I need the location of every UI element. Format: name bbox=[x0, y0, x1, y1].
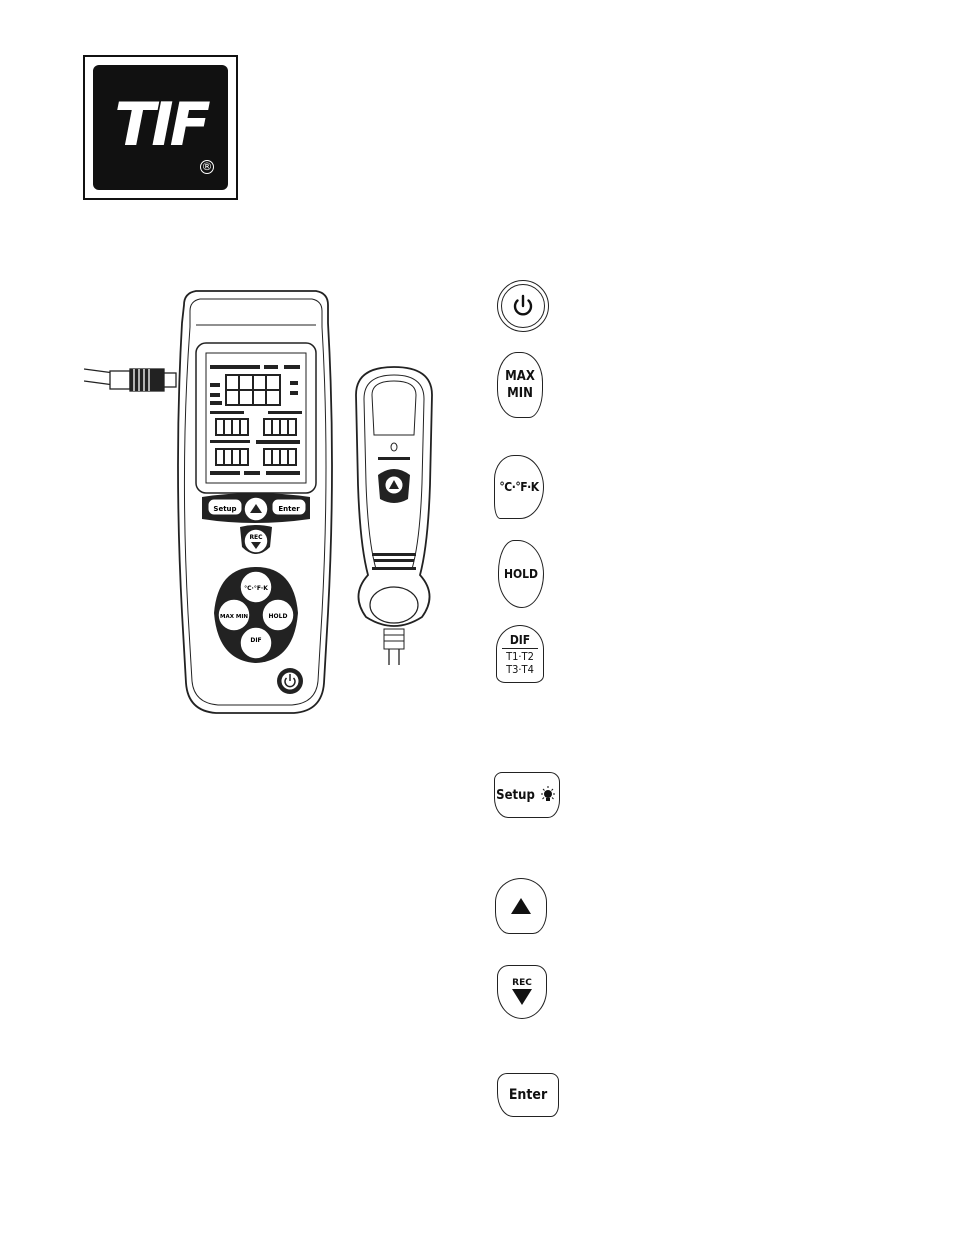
probe-illustration bbox=[346, 365, 442, 665]
meter-setup-label: Setup bbox=[213, 505, 236, 513]
down-arrow-icon bbox=[511, 988, 533, 1006]
dif-key: DIF T1·T2 T3·T4 bbox=[496, 625, 544, 683]
unit-key: °C·°F·K bbox=[494, 455, 544, 519]
backlight-bulb-icon bbox=[538, 785, 558, 805]
enter-key-label: Enter bbox=[509, 1087, 547, 1103]
setup-key-label: Setup bbox=[496, 788, 535, 803]
tif-logo: TIF ® bbox=[83, 55, 238, 200]
meter-rec-button bbox=[244, 529, 268, 553]
unit-key-label: °C·°F·K bbox=[499, 480, 538, 494]
rec-key: REC bbox=[497, 965, 547, 1019]
logo-mark: TIF bbox=[93, 95, 228, 155]
up-key bbox=[495, 878, 547, 934]
hold-key: HOLD bbox=[498, 540, 544, 608]
meter-dif-label: DIF bbox=[250, 637, 261, 644]
max-min-key: MAX MIN bbox=[497, 352, 543, 418]
meter-maxmin-label: MAX MIN bbox=[220, 614, 248, 620]
thermometer-meter-illustration: Setup Enter REC °C·°F·K MAX MIN HOLD DIF bbox=[84, 283, 334, 723]
dif-key-line2: T3·T4 bbox=[506, 663, 534, 676]
probe-cable-strain-relief bbox=[384, 629, 404, 649]
registered-mark: ® bbox=[200, 160, 214, 174]
meter-unit-label: °C·°F·K bbox=[244, 585, 268, 592]
setup-key: Setup bbox=[494, 772, 560, 818]
up-arrow-icon bbox=[510, 897, 532, 915]
dif-key-divider bbox=[502, 648, 538, 649]
meter-cable bbox=[84, 369, 176, 391]
max-min-key-line2: MIN bbox=[505, 385, 535, 402]
meter-hold-label: HOLD bbox=[269, 613, 288, 620]
power-icon bbox=[509, 292, 537, 320]
dif-key-line1: T1·T2 bbox=[506, 650, 534, 663]
meter-enter-label: Enter bbox=[278, 505, 300, 513]
hold-key-label: HOLD bbox=[504, 567, 538, 581]
meter-rec-label: REC bbox=[249, 534, 263, 541]
max-min-key-line1: MAX bbox=[505, 368, 535, 385]
rec-key-label: REC bbox=[512, 978, 532, 988]
dif-key-label: DIF bbox=[510, 633, 530, 647]
power-key bbox=[497, 280, 549, 332]
enter-key: Enter bbox=[497, 1073, 559, 1117]
